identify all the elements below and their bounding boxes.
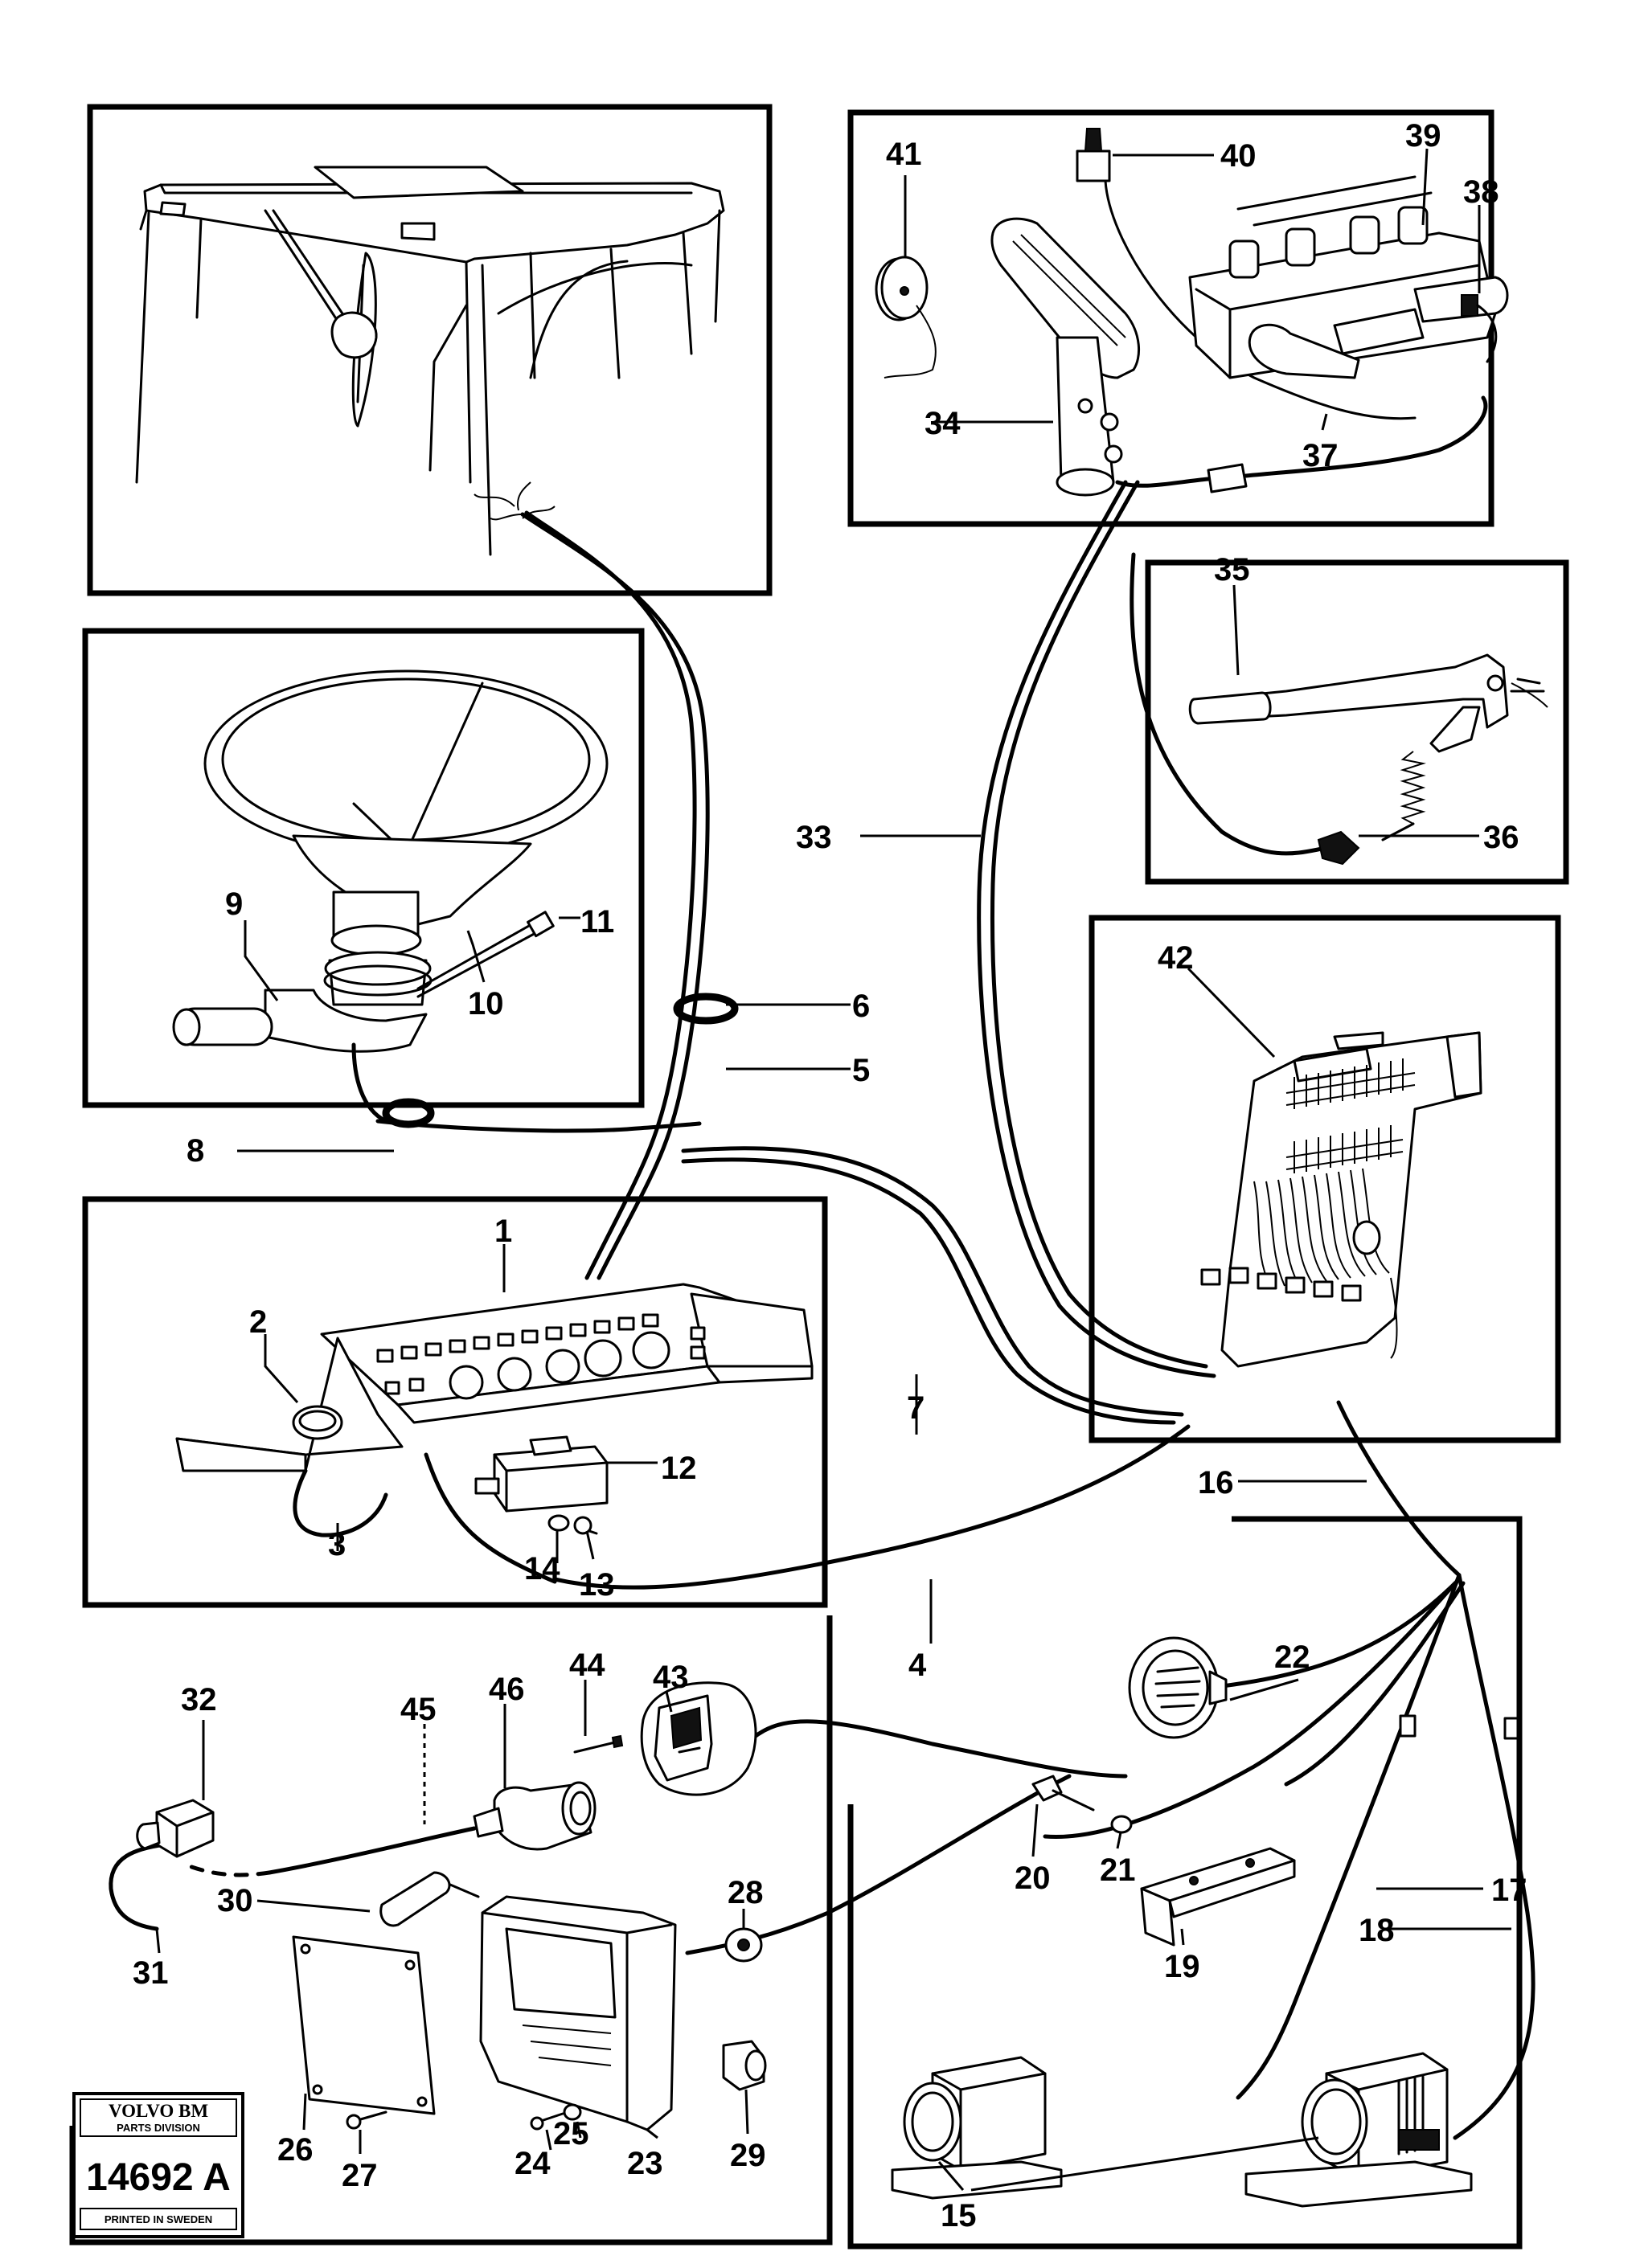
callout-10: 10 (468, 986, 504, 1021)
cable-18 (1453, 1573, 1535, 2140)
callout-28: 28 (728, 1875, 764, 1910)
callout-35: 35 (1214, 552, 1250, 587)
panel-dashboard-frame (82, 1196, 828, 1608)
callout-32: 32 (181, 1682, 217, 1717)
cab-roof-assembly (135, 166, 725, 556)
callout-7: 7 (907, 1390, 925, 1426)
callout-17: 17 (1491, 1873, 1527, 1908)
cover-plate-26 (292, 1935, 436, 2115)
callout-43: 43 (653, 1660, 689, 1695)
plug-30 (379, 1871, 451, 1927)
callout-13: 13 (579, 1567, 615, 1603)
volvo-bm-stamp: VOLVO BM PARTS DIVISION 14692 A PRINTED … (72, 2092, 244, 2238)
cable-16 (1336, 1400, 1462, 1578)
callout-2: 2 (249, 1304, 267, 1340)
column-switch (264, 989, 428, 1053)
callout-1: 1 (494, 1214, 512, 1249)
callout-24: 24 (515, 2146, 551, 2181)
panel-rear-frame (847, 1516, 1523, 2250)
rear-parts (891, 1636, 1473, 2208)
callout-6: 6 (852, 989, 870, 1024)
cable-33 (990, 480, 1208, 1369)
callout-18: 18 (1359, 1913, 1395, 1948)
callout-14: 14 (524, 1551, 560, 1586)
cable-7 (375, 1119, 702, 1133)
cables (109, 480, 1535, 2140)
callout-38: 38 (1463, 174, 1499, 210)
callout-34: 34 (925, 406, 961, 441)
callout-31: 31 (133, 1955, 169, 1991)
callout-23: 23 (627, 2146, 663, 2181)
grommet-6 (673, 993, 739, 1025)
callout-44: 44 (569, 1648, 605, 1683)
callout-42: 42 (1158, 940, 1194, 976)
callout-37: 37 (1302, 438, 1339, 473)
callout-45: 45 (400, 1692, 437, 1727)
callout-46: 46 (489, 1672, 525, 1707)
stamp-division: PARTS DIVISION (117, 2122, 200, 2134)
callout-26: 26 (277, 2132, 314, 2168)
callout-20: 20 (1015, 1861, 1051, 1896)
cable-45 (267, 1826, 477, 1875)
callout-27: 27 (342, 2158, 378, 2193)
grommet-8 (382, 1098, 435, 1128)
stamp-number: 14692 A (86, 2156, 231, 2199)
panel-handbrake-frame (1145, 559, 1569, 885)
callout-30: 30 (217, 1883, 253, 1918)
cable-3 (293, 1468, 388, 1537)
handbrake-lever-35 (1204, 653, 1509, 729)
callout-8: 8 (187, 1133, 204, 1169)
callout-3: 3 (328, 1527, 346, 1562)
leader-lines (155, 148, 1511, 2192)
relay-12 (493, 1445, 609, 1513)
callout-21: 21 (1100, 1852, 1136, 1888)
callout-4: 4 (908, 1648, 927, 1683)
handbrake-switch-36 (1317, 830, 1360, 866)
callout-19: 19 (1164, 1949, 1200, 1984)
steering-assembly (172, 669, 609, 1124)
steering-wheel (203, 669, 609, 858)
accelerator-pedal-34 (990, 217, 1141, 379)
callout-33: 33 (796, 820, 832, 855)
dashboard-assembly (175, 1283, 814, 1535)
callout-29: 29 (730, 2138, 766, 2173)
callout-labels: 1 2 3 4 5 6 7 8 9 10 11 12 13 14 15 16 1… (133, 118, 1527, 2233)
trailer-socket-parts (136, 1681, 767, 2131)
connector-32 (155, 1799, 215, 1858)
switch-40 (1076, 149, 1111, 182)
callout-39: 39 (1405, 118, 1441, 154)
callout-16: 16 (1198, 1465, 1234, 1500)
callout-41: 41 (886, 137, 922, 172)
callout-22: 22 (1274, 1640, 1310, 1675)
panel-steering-frame (82, 628, 645, 1108)
fusebox-assembly (1200, 1031, 1482, 1368)
sensor-38 (1461, 294, 1478, 317)
callout-5: 5 (852, 1053, 870, 1088)
callout-9: 9 (225, 886, 243, 922)
panel-cab-frame (87, 104, 773, 596)
cable-17 (1236, 1573, 1462, 2100)
callout-15: 15 (941, 2198, 977, 2233)
cable-4 (552, 1424, 1191, 1590)
control-panel-assembly (875, 128, 1509, 497)
cable-31 (109, 1842, 167, 1931)
stamp-brand: VOLVO BM (109, 2101, 208, 2121)
callout-11: 11 (580, 904, 614, 940)
callout-40: 40 (1220, 138, 1257, 174)
handbrake-assembly (1188, 653, 1548, 866)
callout-25: 25 (553, 2116, 589, 2151)
callout-36: 36 (1483, 820, 1519, 855)
callout-12: 12 (661, 1451, 697, 1486)
panel-fusebox-frame (1089, 915, 1561, 1443)
stamp-printed: PRINTED IN SWEDEN (105, 2213, 212, 2225)
